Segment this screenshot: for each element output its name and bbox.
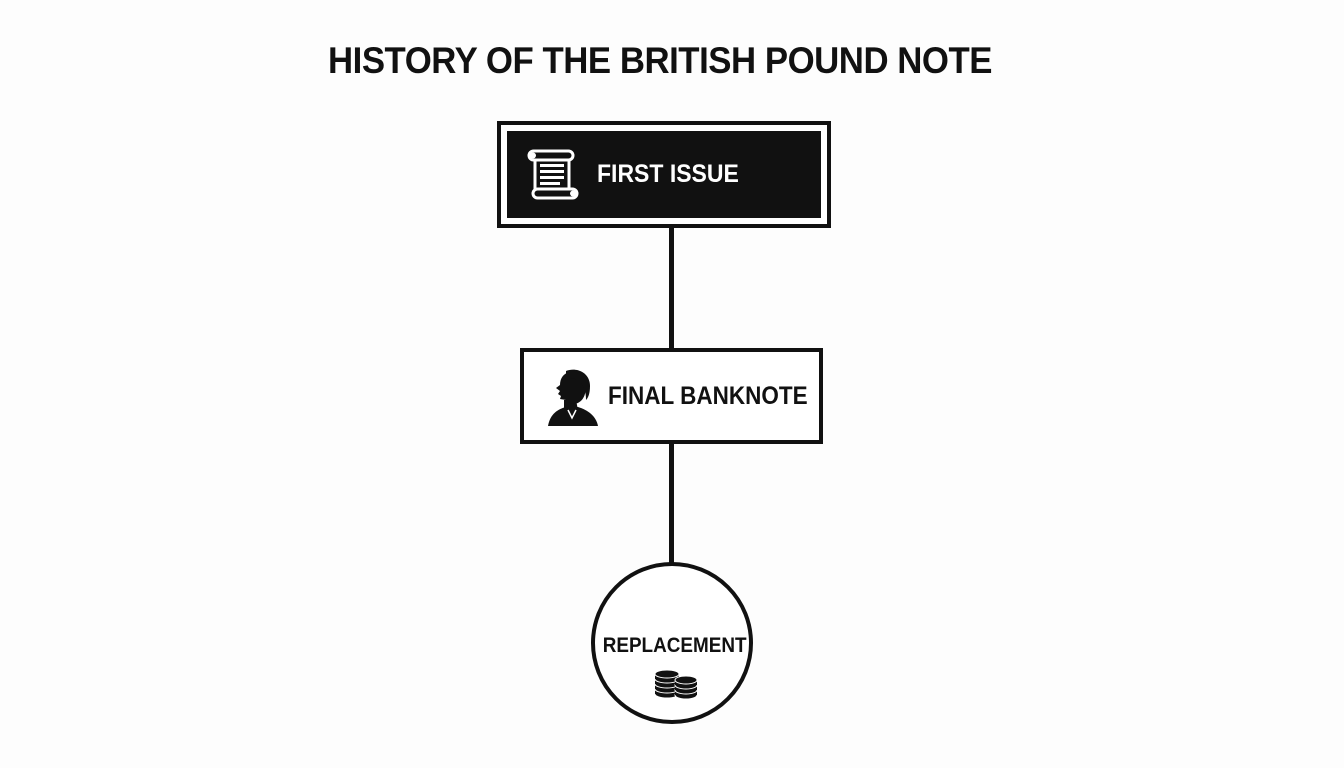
node-replacement-label: REPLACEMENT bbox=[602, 634, 747, 657]
coin-stacks-icon bbox=[653, 666, 699, 700]
node-final-banknote: FINAL BANKNOTE bbox=[520, 348, 823, 444]
node-first-issue-fill: FIRST ISSUE bbox=[507, 131, 821, 218]
node-replacement: REPLACEMENT bbox=[591, 562, 753, 724]
connector-first-to-final bbox=[669, 227, 674, 349]
connector-final-to-replacement bbox=[669, 443, 674, 563]
node-first-issue-label: FIRST ISSUE bbox=[597, 160, 739, 188]
node-final-banknote-label: FINAL BANKNOTE bbox=[608, 381, 808, 410]
diagram-title: HISTORY OF THE BRITISH POUND NOTE bbox=[327, 40, 993, 81]
portrait-silhouette-icon bbox=[544, 364, 600, 428]
node-first-issue: FIRST ISSUE bbox=[497, 121, 831, 228]
scroll-document-icon bbox=[521, 147, 585, 203]
